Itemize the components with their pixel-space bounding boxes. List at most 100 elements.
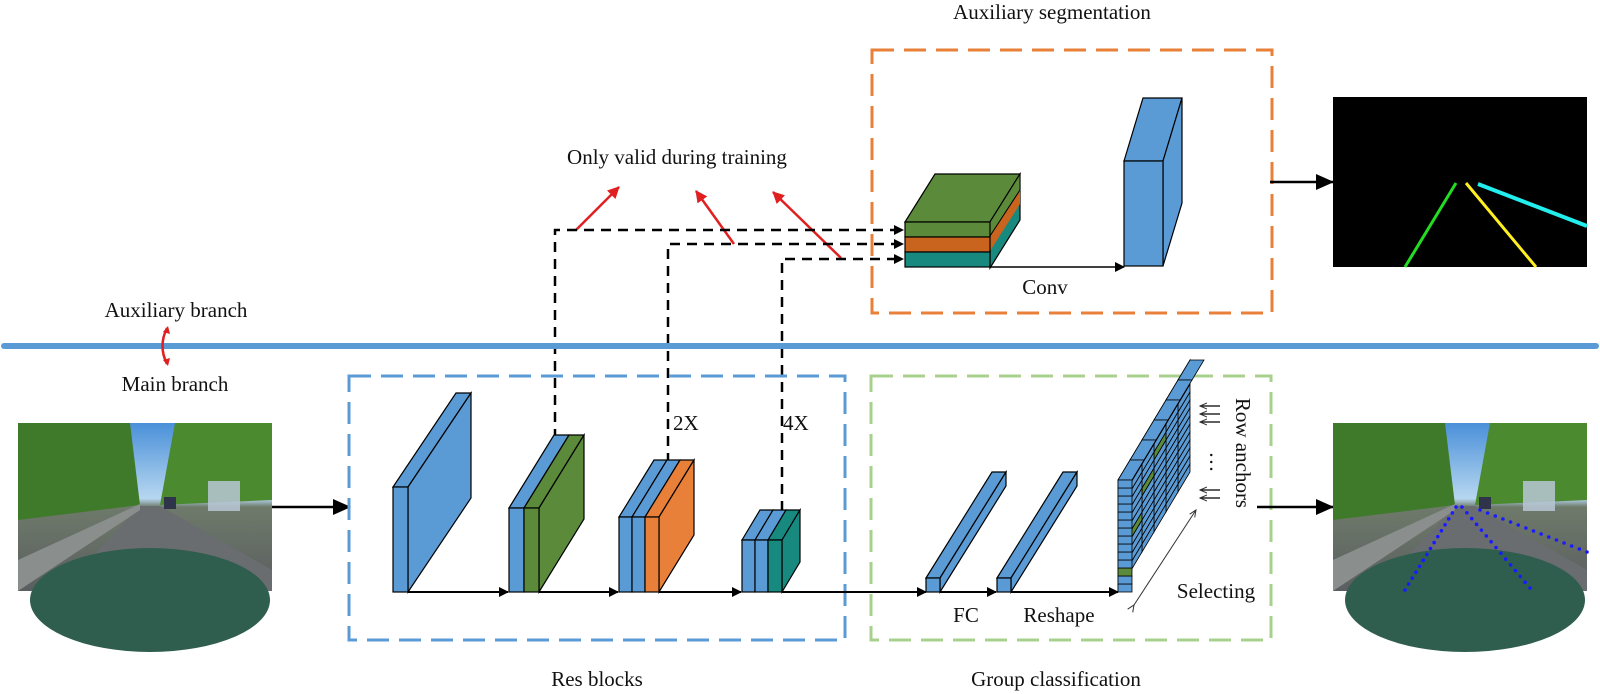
conv-label: Conv — [1022, 275, 1068, 299]
res-block-1 — [391, 391, 473, 594]
grid-front-cell — [1117, 575, 1133, 585]
res-block-2 — [507, 432, 586, 595]
grid-front-cell — [1117, 543, 1133, 553]
input-trees-left — [18, 423, 140, 520]
res-blocks-label: Res blocks — [551, 667, 643, 691]
lane-point — [1479, 528, 1484, 532]
prediction-guardrail — [1333, 504, 1455, 591]
concat-layer-teal — [904, 251, 991, 268]
branch-arrow-up-head — [163, 326, 170, 334]
lane-point — [1432, 540, 1436, 545]
concat-layer-orange — [904, 236, 991, 253]
lane-point — [1469, 516, 1474, 521]
upsample-2x-label: 2X — [673, 411, 699, 435]
lane-point — [1518, 574, 1523, 579]
lane-point — [1425, 552, 1429, 557]
fc-feature-bar-1 — [924, 469, 1008, 595]
lane-point — [1406, 582, 1411, 586]
lane-point — [1528, 586, 1532, 590]
road-scene-input — [18, 423, 272, 652]
res-block-4 — [740, 507, 802, 595]
lane-point — [1524, 526, 1528, 530]
input-car-ahead — [164, 497, 176, 509]
lane-point — [1508, 563, 1513, 567]
lane-point — [1501, 517, 1505, 521]
skip-connection-green — [553, 225, 904, 473]
grid-front-cell — [1117, 551, 1133, 561]
lane-point — [1465, 510, 1469, 515]
input-guardrail — [18, 504, 140, 591]
training-arrow-1 — [575, 186, 620, 231]
group-classification-label: Group classification — [971, 667, 1141, 691]
auxiliary-branch-label: Auxiliary branch — [105, 298, 248, 322]
lane-point — [1569, 544, 1574, 548]
lane-point — [1499, 551, 1503, 556]
skip-connection-orange — [666, 239, 904, 497]
lane-point — [1508, 520, 1513, 524]
lane-point — [1439, 528, 1444, 533]
prediction-car-hood — [1345, 548, 1585, 652]
grid-front-cell — [1117, 487, 1133, 497]
selecting-label: Selecting — [1177, 579, 1256, 603]
lane-point — [1585, 550, 1589, 554]
lane-point — [1474, 522, 1479, 527]
input-trees-right — [160, 423, 272, 505]
lane-point — [1503, 557, 1508, 561]
lane-point — [1410, 576, 1415, 580]
group-classification-grid — [1117, 358, 1205, 594]
concat-side-orange — [990, 190, 1020, 251]
reshape-label: Reshape — [1023, 603, 1094, 627]
lane-point — [1443, 522, 1447, 527]
predicted-lane-points — [1403, 505, 1589, 592]
aux-output-feature-slab — [1123, 97, 1183, 267]
grid-front-cell — [1117, 535, 1133, 545]
skip-connection-teal — [780, 254, 904, 528]
lane-point — [1531, 529, 1536, 533]
lane-point — [1454, 505, 1458, 509]
lane-segmentation-map — [1333, 97, 1588, 268]
lane-point — [1460, 505, 1464, 509]
lane-point — [1435, 534, 1440, 539]
lane-point — [1493, 514, 1498, 518]
lane-point — [1494, 545, 1498, 550]
res-blocks-box — [347, 374, 847, 642]
training-arrow-3 — [772, 191, 842, 259]
grid-front-cell — [1117, 479, 1133, 489]
concatenated-feature-block — [903, 171, 1022, 271]
lane-point — [1450, 511, 1455, 515]
row-anchor-arrows — [1200, 406, 1220, 498]
prediction-car-ahead — [1479, 497, 1491, 509]
grid-front-cell — [1117, 559, 1133, 569]
lane-point — [1513, 568, 1518, 573]
row-anchors-label: Row anchors — [1231, 398, 1255, 508]
training-arrow-2 — [694, 190, 736, 245]
fc-feature-bar-2 — [995, 469, 1079, 595]
lane-point — [1484, 534, 1489, 538]
seg-lane-cyan — [1477, 182, 1588, 228]
lane-point — [1414, 570, 1418, 575]
lane-point — [1478, 508, 1482, 512]
prediction-trees-left — [1333, 423, 1455, 520]
lane-point — [1485, 511, 1490, 515]
input-car-hood — [30, 548, 270, 652]
fc-label: FC — [953, 603, 979, 627]
grid-front-cell — [1117, 503, 1133, 513]
grid-front-cell — [1117, 519, 1133, 529]
segmentation-background — [1333, 97, 1587, 267]
lane-point — [1516, 523, 1521, 527]
prediction-sign — [1523, 481, 1555, 511]
main-branch-label: Main branch — [122, 372, 229, 396]
lane-point — [1577, 547, 1582, 551]
branch-arrow-down-head — [163, 358, 170, 366]
grid-front-cell — [1117, 495, 1133, 505]
lane-point — [1417, 564, 1422, 569]
grid-front-cell — [1117, 527, 1133, 537]
seg-lane-green — [1403, 182, 1458, 268]
auxiliary-skip-connections — [553, 225, 904, 528]
lane-point — [1539, 532, 1543, 536]
lane-point — [1446, 517, 1451, 521]
lane-point — [1523, 580, 1527, 585]
grid-front-cell — [1117, 567, 1133, 577]
grid-front-cell — [1117, 583, 1133, 593]
lane-point — [1428, 546, 1433, 551]
